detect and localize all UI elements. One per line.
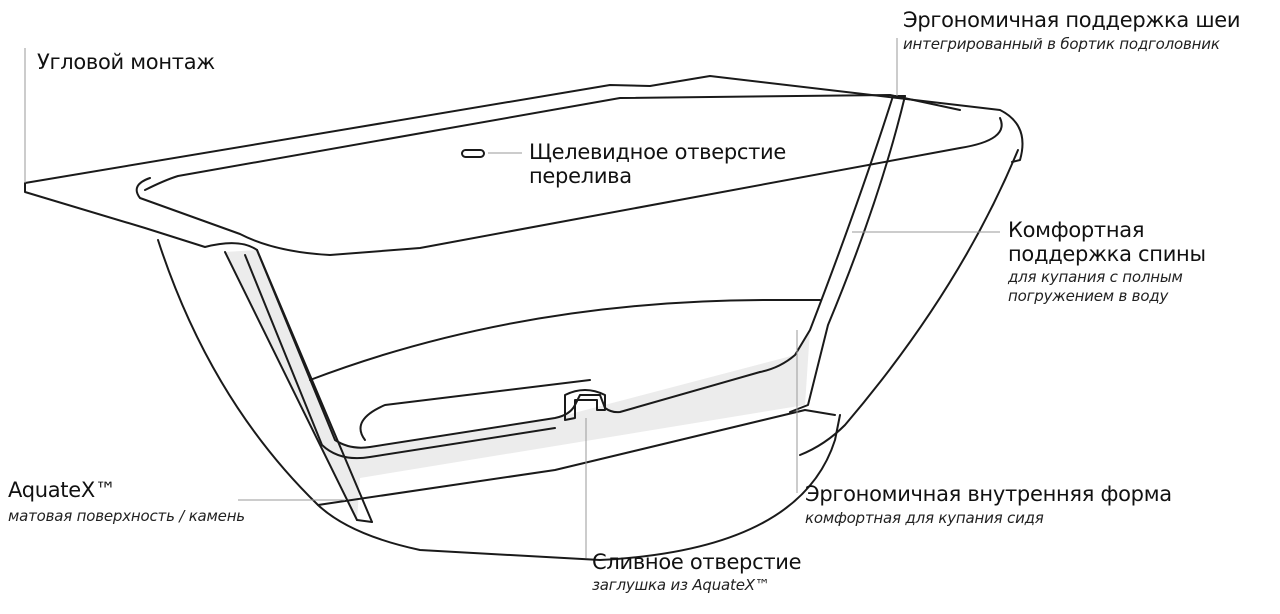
callout-inner-shape-subtitle: комфортная для купания сидя [805,509,1044,527]
cut-right-inner [789,95,906,413]
cut-right-outer [759,95,894,373]
callout-overflow-line2: перелива [529,164,632,188]
callout-back-support-sub1: для купания с полным [1008,268,1183,286]
callout-corner-mount: Угловой монтаж [37,50,215,74]
callout-inner-shape: Эргономичная внутренняя форма комфортная… [805,482,1172,528]
cut-floor [256,249,761,449]
callout-overflow: Щелевидное отверстие перелива [529,140,786,188]
rim-outline [24,75,1024,184]
cut-left-outer [224,251,358,521]
drain-shape [564,389,606,421]
overflow-slot-shape [461,149,485,158]
callout-back-support-line1: Комфортная [1008,218,1145,242]
rim-inner-lip [135,117,1003,256]
interior-back-wall [309,299,821,381]
callout-overflow-line1: Щелевидное отверстие [529,140,787,164]
cut-floor-lower [244,254,556,460]
section-band [225,250,810,520]
interior-floor-front [317,409,836,506]
callout-drain: Сливное отверстие заглушка из AquateX™ [592,550,802,595]
outer-left-wall [157,239,841,561]
callout-material: AquateX™ матовая поверхность / камень [8,478,245,526]
callout-drain-subtitle: заглушка из AquateX™ [592,576,770,594]
callout-back-support: Комфортная поддержка спины для купания с… [1008,218,1206,306]
callout-inner-shape-title: Эргономичная внутренняя форма [805,482,1172,506]
basin-inner-edge [144,94,961,191]
callout-neck-support-title: Эргономичная поддержка шеи [903,8,1241,32]
callout-back-support-line2: поддержка спины [1008,242,1206,266]
outer-right-wall [799,149,1019,456]
cut-left-cap [356,519,373,523]
callout-neck-support: Эргономичная поддержка шеи интегрированн… [903,8,1241,54]
callout-material-title: AquateX™ [8,478,116,502]
interior-seat-step [359,379,591,441]
callout-drain-title: Сливное отверстие [592,550,802,574]
callout-back-support-sub2: погружением в воду [1008,287,1169,305]
rim-front-edge [24,182,258,251]
callout-material-subtitle: матовая поверхность / камень [8,507,245,525]
callout-corner-mount-title: Угловой монтаж [37,50,215,74]
callout-neck-support-subtitle: интегрированный в бортик подголовник [903,35,1220,53]
